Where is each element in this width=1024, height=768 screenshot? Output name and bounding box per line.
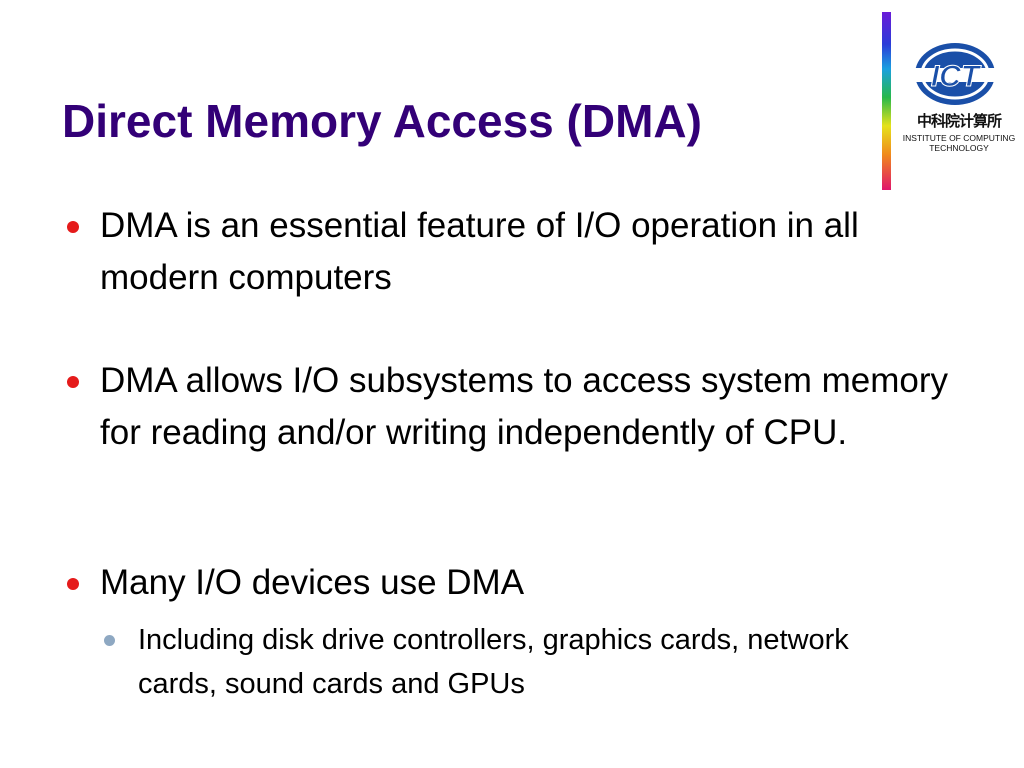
bullet-text: DMA allows I/O subsystems to access syst…	[100, 361, 948, 452]
ict-emblem-icon: ICT	[914, 43, 996, 105]
bullet-dot-icon	[67, 578, 79, 590]
logo-chinese-name: 中科院计算所	[916, 112, 1002, 130]
decorative-rainbow-bar	[882, 12, 891, 190]
ict-emblem-text: ICT	[931, 60, 982, 93]
bullet-dot-icon	[67, 376, 79, 388]
bullet-dot-icon	[67, 221, 79, 233]
sub-bullet-dot-icon	[104, 635, 115, 646]
sub-bullet-text: Including disk drive controllers, graphi…	[138, 624, 849, 700]
logo-english-line2: TECHNOLOGY	[929, 143, 989, 154]
logo-english-name: INSTITUTE OF COMPUTING TECHNOLOGY	[898, 133, 1020, 153]
logo-english-line1: INSTITUTE OF COMPUTING	[902, 133, 1016, 143]
ict-logo: ICT 中科院计算所 INSTITUTE OF COMPUTING TECHNO…	[898, 40, 1020, 160]
slide-title: Direct Memory Access (DMA)	[62, 95, 702, 147]
bullet-text: Many I/O devices use DMA	[100, 563, 525, 602]
bullet-text: DMA is an essential feature of I/O opera…	[100, 206, 859, 297]
